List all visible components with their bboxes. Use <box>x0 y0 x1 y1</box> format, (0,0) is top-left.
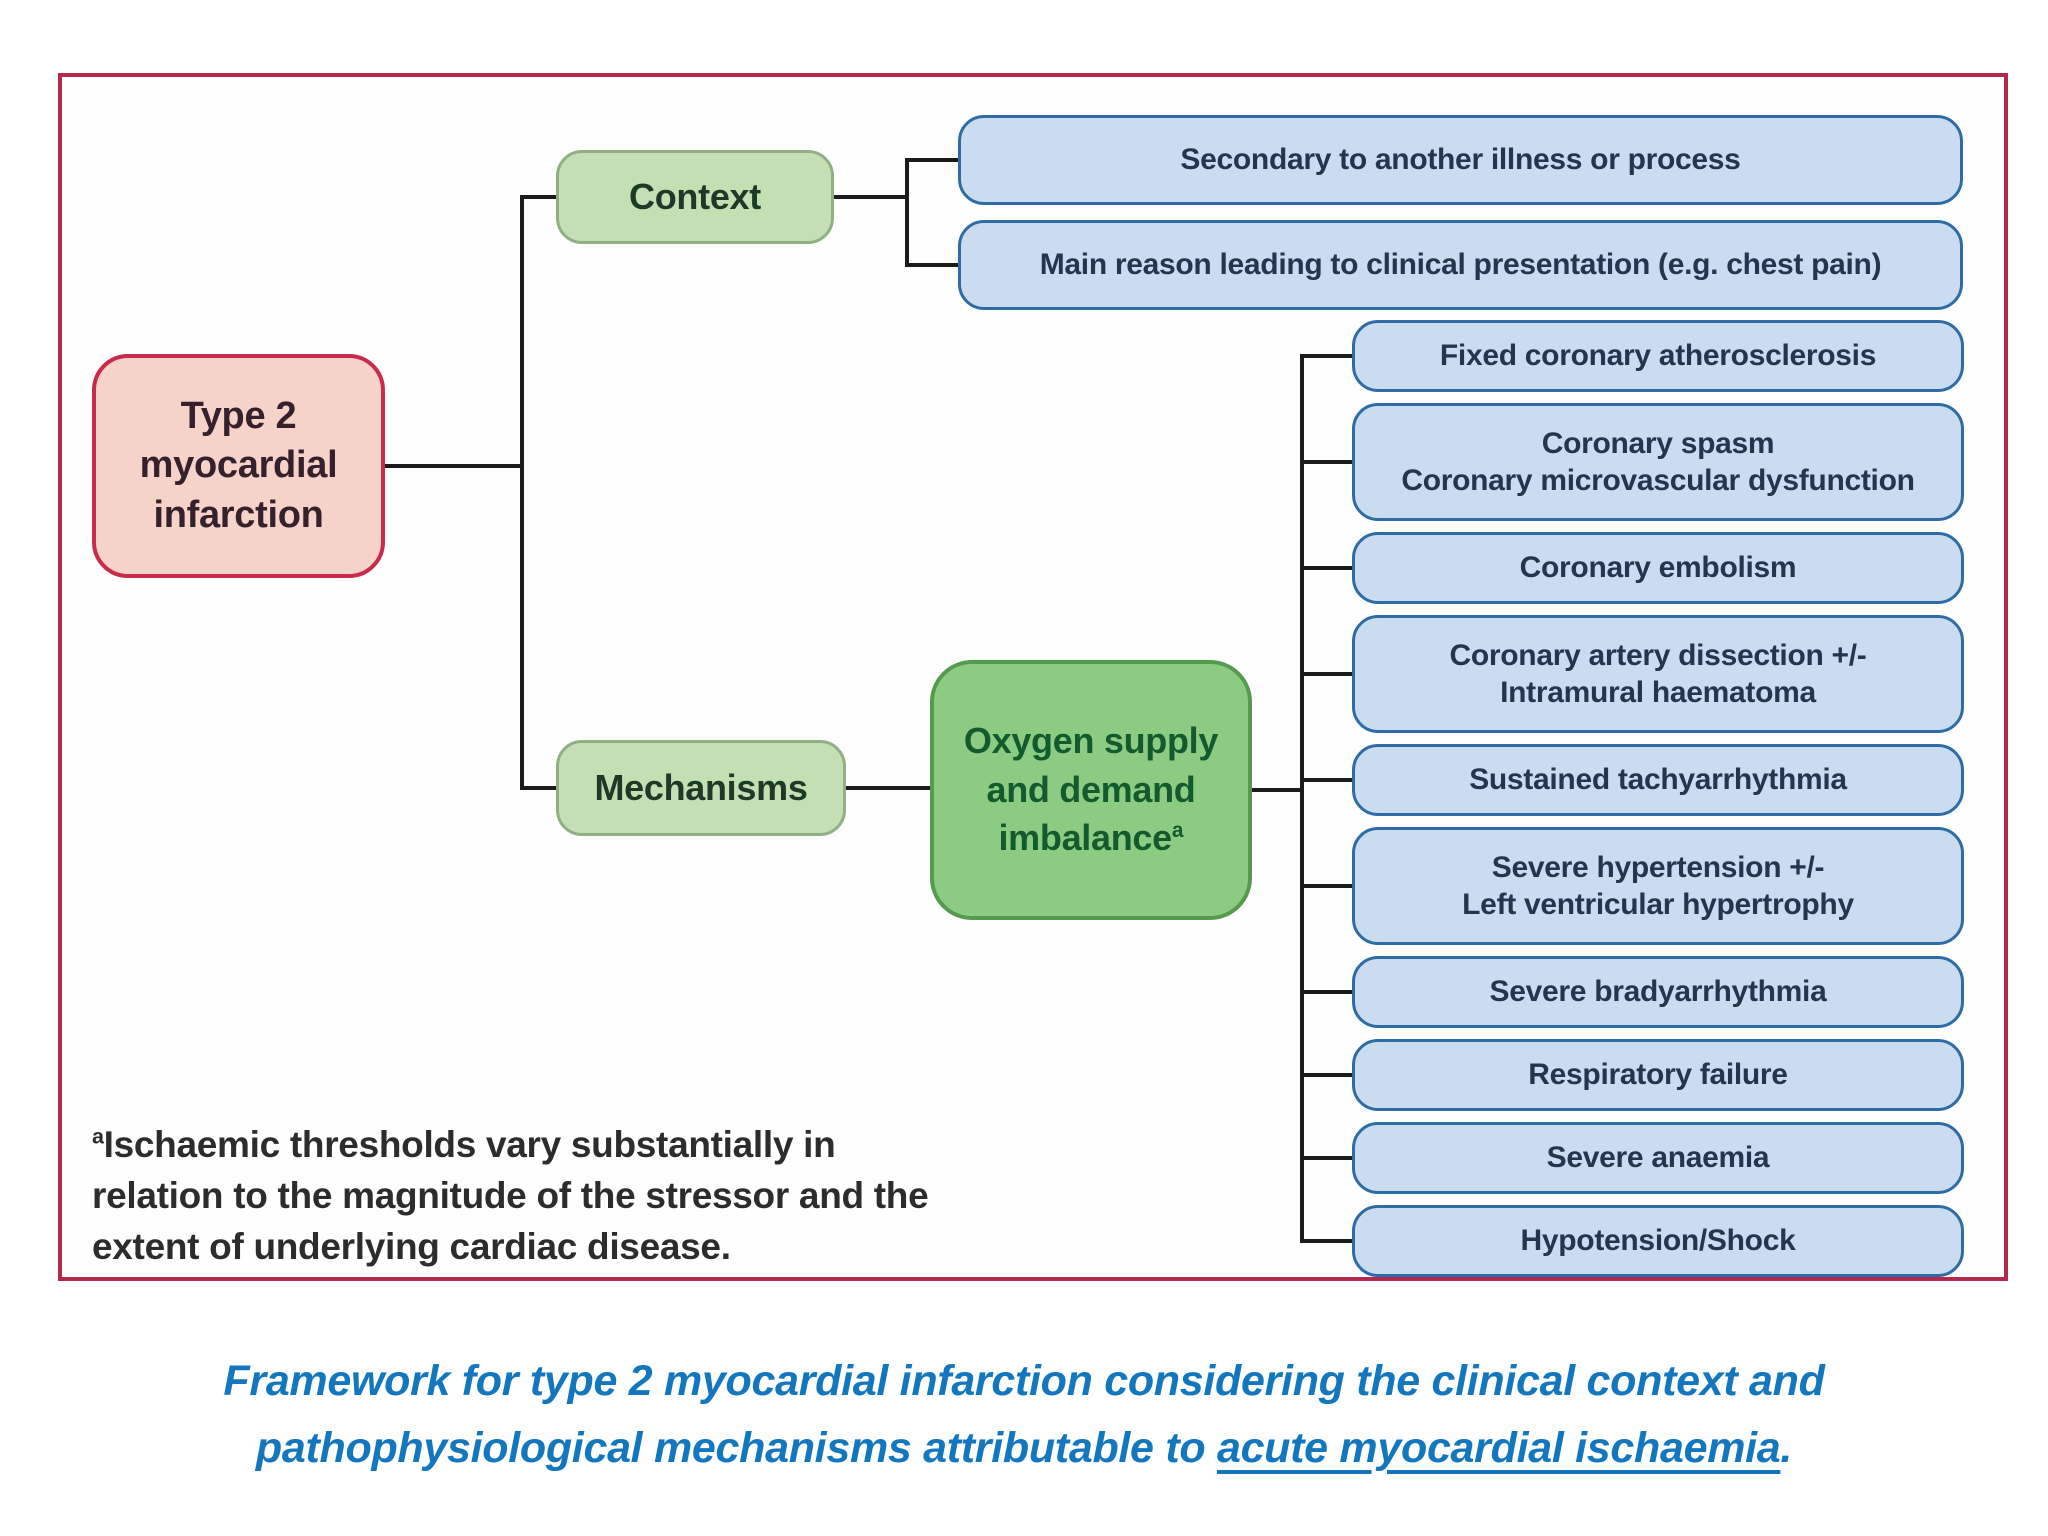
node-severe-bradyarrhythmia: Severe bradyarrhythmia <box>1352 956 1964 1028</box>
connector-leaf-stub-6 <box>1300 884 1352 888</box>
node-severe-hypertension-lvh: Severe hypertension +/- Left ventricular… <box>1352 827 1964 945</box>
connector-leaf-stub-10 <box>1300 1239 1352 1243</box>
connector-context-stub <box>520 195 556 199</box>
node-coronary-embolism: Coronary embolism <box>1352 532 1964 604</box>
connector-leaf-stub-3 <box>1300 566 1352 570</box>
footnote-marker: a <box>92 1124 104 1149</box>
connector-context-leaf2-stub <box>905 263 958 267</box>
node-fixed-coronary-atherosclerosis: Fixed coronary atherosclerosis <box>1352 320 1964 392</box>
connector-hub-horizontal <box>1252 788 1300 792</box>
connector-left-trunk <box>520 195 524 790</box>
figure-caption-text: Framework for type 2 myocardial infarcti… <box>134 1348 1914 1481</box>
caption-suffix: . <box>1780 1423 1793 1472</box>
connector-root-horizontal <box>385 464 520 468</box>
footnote: aIschaemic thresholds vary substantially… <box>92 1119 976 1272</box>
connector-leaf-stub-8 <box>1300 1073 1352 1077</box>
caption-leading-text: Framework for type 2 myocardial infarcti… <box>223 1357 1825 1472</box>
connector-leaf-stub-9 <box>1300 1156 1352 1160</box>
node-mechanisms-label: Mechanisms <box>594 767 808 808</box>
footnote-text: Ischaemic thresholds vary substantially … <box>92 1124 929 1268</box>
connector-context-horizontal <box>834 195 905 199</box>
connector-mechanisms-stub <box>520 786 556 790</box>
connector-leaf-stub-4 <box>1300 672 1352 676</box>
connector-leaf-stub-5 <box>1300 778 1352 782</box>
node-hypotension-shock: Hypotension/Shock <box>1352 1205 1964 1277</box>
connector-mechanisms-hub <box>846 786 930 790</box>
node-mechanisms: Mechanisms <box>556 740 846 836</box>
connector-context-leaf1-stub <box>905 158 958 162</box>
node-sustained-tachyarrhythmia: Sustained tachyarrhythmia <box>1352 744 1964 816</box>
node-context-label: Context <box>629 176 761 217</box>
node-type2-mi-label: Type 2 myocardial infarction <box>139 394 338 536</box>
figure-caption: Framework for type 2 myocardial infarcti… <box>0 1348 2048 1481</box>
node-oxygen-imbalance-label: Oxygen supply and demand imbalancea <box>963 720 1219 859</box>
caption-underlined-phrase: acute myocardial ischaemia <box>1216 1423 1781 1472</box>
connector-right-trunk <box>1300 354 1304 1243</box>
connector-leaf-stub-2 <box>1300 460 1352 464</box>
node-severe-anaemia: Severe anaemia <box>1352 1122 1964 1194</box>
connector-context-trunk <box>905 158 909 267</box>
node-secondary-illness-label: Secondary to another illness or process <box>1180 143 1741 177</box>
node-secondary-illness: Secondary to another illness or process <box>958 115 1963 205</box>
node-main-reason-label: Main reason leading to clinical presenta… <box>1039 248 1882 282</box>
node-type2-mi: Type 2 myocardial infarction <box>92 354 385 578</box>
node-respiratory-failure: Respiratory failure <box>1352 1039 1964 1111</box>
node-oxygen-imbalance: Oxygen supply and demand imbalancea <box>930 660 1252 920</box>
node-coronary-artery-dissection: Coronary artery dissection +/- Intramura… <box>1352 615 1964 733</box>
node-coronary-spasm-microvascular: Coronary spasm Coronary microvascular dy… <box>1352 403 1964 521</box>
oxygen-footnote-marker: a <box>1171 819 1184 843</box>
connector-leaf-stub-7 <box>1300 990 1352 994</box>
node-context: Context <box>556 150 834 244</box>
node-main-reason: Main reason leading to clinical presenta… <box>958 220 1963 310</box>
connector-leaf-stub-1 <box>1300 354 1352 358</box>
